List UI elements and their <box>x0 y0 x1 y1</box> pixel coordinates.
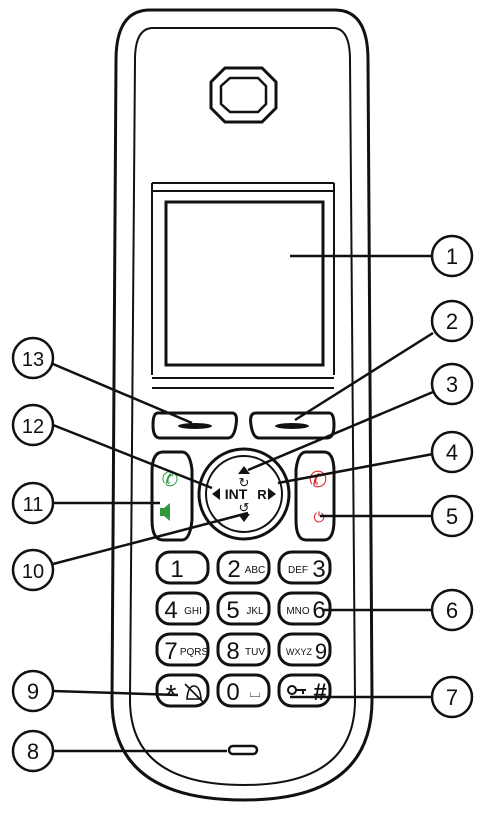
key-5-letters: JKL <box>246 606 264 617</box>
key-lock-icon <box>287 685 306 695</box>
nav-center-label: INT <box>225 486 248 502</box>
callout-6: 6 <box>430 588 474 632</box>
key-hash-symbol: # <box>313 679 326 706</box>
svg-text:8: 8 <box>27 739 39 764</box>
display-screen <box>164 200 325 367</box>
svg-text:6: 6 <box>446 598 458 623</box>
key-6[interactable]: MNO 6 <box>277 591 332 626</box>
key-2[interactable]: 2 ABC <box>216 550 271 585</box>
svg-text:3: 3 <box>446 372 458 397</box>
callout-8: 8 <box>11 729 55 773</box>
svg-text:↻: ↻ <box>239 475 250 490</box>
callout-3: 3 <box>430 362 474 406</box>
key-star[interactable]: * <box>155 673 210 710</box>
left-soft-key[interactable] <box>151 411 238 440</box>
key-8-letters: TUV <box>245 647 265 658</box>
callout-7: 7 <box>430 675 474 719</box>
nav-left-icon <box>212 488 220 500</box>
callout-13: 13 <box>11 336 55 380</box>
key-2-letters: ABC <box>245 565 266 576</box>
svg-text:5: 5 <box>446 504 458 529</box>
callouts: 1 2 3 4 5 6 7 8 <box>11 234 474 773</box>
callout-1: 1 <box>430 234 474 278</box>
earpiece <box>209 66 278 124</box>
key-0-space: ⌴ <box>249 684 260 700</box>
key-0-digit: 0 <box>226 679 239 706</box>
nav-right-label: R <box>257 487 267 502</box>
key-7-letters: PQRS <box>180 647 209 658</box>
bell-muted-icon <box>184 683 204 703</box>
nav-up-icon: ↻ <box>238 466 250 490</box>
callout-11: 11 <box>11 481 55 525</box>
key-8[interactable]: 8 TUV <box>216 632 271 667</box>
callout-10: 10 <box>11 548 55 592</box>
end-power-key[interactable]: ✆ ⏻ <box>294 450 336 542</box>
svg-text:12: 12 <box>22 416 44 438</box>
key-7[interactable]: 7 PQRS <box>155 632 210 667</box>
callout-lines <box>52 254 434 753</box>
key-9-digit: 9 <box>315 639 327 664</box>
key-hash[interactable]: # <box>277 673 332 708</box>
key-6-digit: 6 <box>312 597 325 624</box>
svg-text:7: 7 <box>446 685 458 710</box>
key-6-letters: MNO <box>286 606 310 617</box>
key-7-digit: 7 <box>164 638 177 665</box>
svg-text:4: 4 <box>446 440 458 465</box>
end-call-red-icon: ✆ <box>309 467 327 492</box>
key-0[interactable]: 0 ⌴ <box>216 673 271 708</box>
key-9-letters: WXYZ <box>286 647 313 657</box>
right-soft-key[interactable] <box>249 411 336 440</box>
microphone <box>227 744 259 756</box>
key-1[interactable]: 1 <box>155 550 210 585</box>
key-9[interactable]: WXYZ 9 <box>277 632 332 667</box>
key-4[interactable]: 4 GHI <box>155 591 210 626</box>
speaker-green-icon <box>160 503 170 521</box>
key-1-digit: 1 <box>170 556 183 583</box>
callout-2: 2 <box>430 299 474 343</box>
display-frame <box>151 182 335 389</box>
callout-5: 5 <box>430 494 474 538</box>
svg-text:11: 11 <box>23 494 44 516</box>
key-5[interactable]: 5 JKL <box>216 591 271 626</box>
callout-9: 9 <box>11 669 55 713</box>
key-4-letters: GHI <box>184 606 202 617</box>
power-red-icon: ⏻ <box>313 509 324 525</box>
key-2-digit: 2 <box>227 556 240 583</box>
callout-12: 12 <box>11 403 55 447</box>
key-8-digit: 8 <box>226 638 239 665</box>
key-3[interactable]: DEF 3 <box>277 550 332 585</box>
svg-text:9: 9 <box>27 679 39 704</box>
nav-right-icon <box>268 488 276 500</box>
talk-key[interactable]: ✆ <box>150 450 194 542</box>
keypad: 1 2 ABC DEF 3 4 GHI 5 JKL MNO 6 <box>155 550 332 710</box>
svg-text:1: 1 <box>446 244 458 269</box>
key-3-digit: 3 <box>312 556 325 583</box>
key-5-digit: 5 <box>226 597 239 624</box>
phone-green-icon: ✆ <box>162 469 179 491</box>
key-3-letters: DEF <box>288 565 308 576</box>
svg-text:2: 2 <box>446 309 458 334</box>
key-4-digit: 4 <box>164 597 177 624</box>
svg-text:10: 10 <box>22 561 44 583</box>
navigation-key[interactable]: ↻ ↺ INT R <box>197 447 291 541</box>
svg-text:13: 13 <box>22 349 44 371</box>
callout-4: 4 <box>430 430 474 474</box>
handset-body <box>110 8 374 802</box>
svg-text:↺: ↺ <box>239 500 250 515</box>
